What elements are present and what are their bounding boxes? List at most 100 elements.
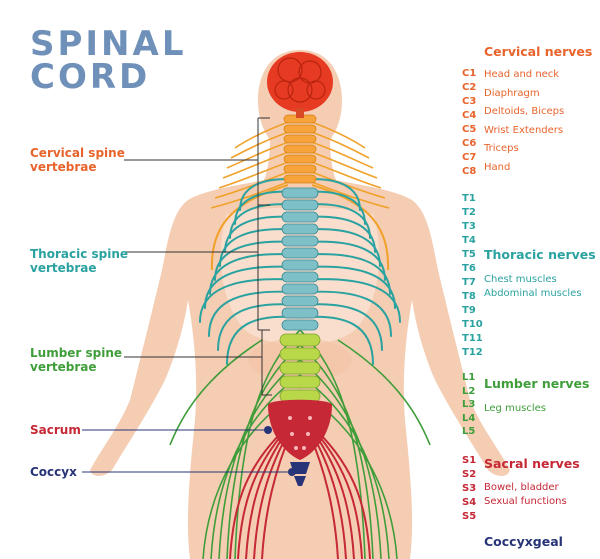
cervical-description: Wrist Extenders bbox=[484, 124, 564, 136]
cervical-code: C6 bbox=[462, 138, 477, 149]
sacral-nerve-right bbox=[311, 429, 355, 559]
sacral-code: S3 bbox=[462, 483, 477, 494]
thoracic-code: T5 bbox=[462, 249, 476, 260]
sacral-description: Sexual functions bbox=[484, 496, 567, 507]
sacral-nerve-right bbox=[313, 429, 363, 559]
rib-right bbox=[299, 265, 396, 309]
lumbar-nerve-left bbox=[218, 359, 301, 559]
leader-lumbar bbox=[124, 330, 272, 396]
cervical-description: Diaphragm bbox=[484, 87, 540, 99]
vertebra-thoracic bbox=[281, 271, 319, 283]
cervical-description: Triceps bbox=[484, 143, 519, 155]
vertebra-thoracic bbox=[281, 223, 319, 235]
brain-stem bbox=[296, 108, 304, 118]
vertebra-thoracic bbox=[281, 187, 319, 199]
lumbar-nerve-left bbox=[210, 374, 301, 559]
lumbar-branch-left bbox=[169, 339, 263, 446]
cervical-code: C1 bbox=[462, 68, 477, 79]
vertebrae bbox=[268, 114, 332, 486]
sacral-code: S2 bbox=[462, 469, 477, 480]
thoracic-code: T11 bbox=[462, 333, 483, 344]
vertebra-cervical bbox=[283, 154, 317, 164]
vertebra-cervical bbox=[283, 174, 317, 184]
sacral-description: Bowel, bladder bbox=[484, 482, 559, 493]
sacrum bbox=[268, 399, 332, 460]
coccygeal-nerves-title: Coccyxgeal bbox=[484, 534, 563, 549]
label-cervical-vertebrae: Cervical spine vertebrae bbox=[30, 146, 125, 174]
sacral-code: S1 bbox=[462, 455, 477, 466]
lumbar-description: Leg muscles bbox=[484, 403, 547, 414]
rib-left bbox=[199, 278, 301, 323]
arm-nerve-left bbox=[210, 184, 289, 271]
vertebra-lumbar bbox=[279, 375, 321, 389]
sacral-code: S5 bbox=[462, 511, 477, 522]
thoracic-code: T10 bbox=[462, 319, 483, 330]
lumbar-nerve-right bbox=[299, 374, 390, 559]
vertebra-thoracic bbox=[281, 307, 319, 319]
title-line-1: SPINAL bbox=[30, 24, 187, 64]
thoracic-description: Chest muscles bbox=[484, 274, 557, 285]
thoracic-code: T9 bbox=[462, 305, 476, 316]
vertebra-cervical bbox=[283, 134, 317, 144]
cervical-code: C3 bbox=[462, 96, 477, 107]
vertebra-cervical bbox=[283, 164, 317, 174]
brain-fold bbox=[274, 80, 294, 100]
vertebra-cervical bbox=[283, 124, 317, 134]
brain-shape bbox=[267, 52, 333, 112]
vertebra-thoracic bbox=[281, 235, 319, 247]
thoracic-code: T1 bbox=[462, 193, 476, 204]
leader-thoracic bbox=[124, 205, 270, 331]
label-lumbar-vertebrae: Lumber spine vertebrae bbox=[30, 346, 123, 374]
thoracic-code: T4 bbox=[462, 235, 476, 246]
arm-nerve-right bbox=[311, 184, 390, 271]
brain-fold bbox=[306, 80, 326, 100]
sacral-code: S4 bbox=[462, 497, 477, 508]
vertebra-thoracic bbox=[281, 259, 319, 271]
lumbar-nerves-title: Lumber nerves bbox=[484, 376, 590, 391]
label-coccyx: Coccyx bbox=[30, 465, 77, 479]
cervical-nerves-title: Cervical nerves bbox=[484, 44, 593, 59]
lumbar-code: L4 bbox=[462, 412, 476, 424]
leader-cervical bbox=[124, 117, 270, 206]
rib-right bbox=[299, 278, 401, 323]
vertebra-thoracic bbox=[281, 295, 319, 307]
lumbar-code: L3 bbox=[462, 399, 476, 410]
thoracic-code: T6 bbox=[462, 263, 476, 274]
cervical-code: C4 bbox=[462, 110, 477, 121]
vertebra-cervical bbox=[283, 144, 317, 154]
lumbar-code: L1 bbox=[462, 372, 476, 383]
vertebra-thoracic bbox=[281, 199, 319, 211]
thoracic-code: T12 bbox=[462, 347, 483, 358]
cervical-description: Deltoids, Biceps bbox=[484, 106, 565, 118]
sacral-foramen bbox=[290, 432, 294, 436]
label-sacrum: Sacrum bbox=[30, 423, 81, 437]
sacral-nerve-left bbox=[229, 429, 285, 559]
sacral-nerve-left bbox=[237, 429, 287, 559]
vertebra-lumbar bbox=[279, 347, 321, 361]
vertebra-lumbar bbox=[279, 361, 321, 375]
sacral-foramen bbox=[288, 416, 292, 420]
coccyx bbox=[290, 462, 310, 486]
lumbar-code: L5 bbox=[462, 426, 476, 437]
thoracic-nerves-title: Thoracic nerves bbox=[484, 247, 596, 262]
cervical-code: C8 bbox=[462, 166, 477, 177]
sacral-nerve-left bbox=[245, 429, 289, 559]
sacral-foramen bbox=[294, 446, 298, 450]
sacral-foramen bbox=[308, 416, 312, 420]
label-thoracic-vertebrae: Thoracic spine vertebrae bbox=[30, 247, 129, 275]
brain-fold bbox=[277, 57, 303, 83]
thoracic-code: T3 bbox=[462, 221, 476, 232]
lumbar-code: L2 bbox=[462, 385, 476, 397]
sacral-nerves-title: Sacral nerves bbox=[484, 456, 580, 471]
vertebra-thoracic bbox=[281, 211, 319, 223]
leader-sacrum-dot bbox=[264, 426, 272, 434]
vertebra-thoracic bbox=[281, 247, 319, 259]
cervical-description: Hand bbox=[484, 162, 511, 173]
title-line-2: CORD bbox=[30, 57, 151, 97]
brain-fold bbox=[287, 77, 313, 103]
brain bbox=[267, 52, 333, 118]
sacral-foramen bbox=[306, 432, 310, 436]
cervical-code: C7 bbox=[462, 152, 477, 163]
